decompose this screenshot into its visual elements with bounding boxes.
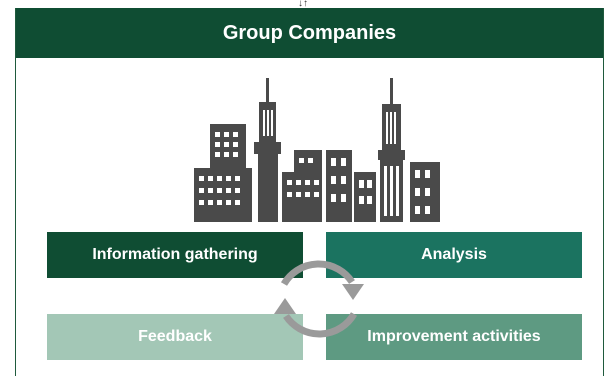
step-feedback: Feedback bbox=[47, 314, 303, 360]
step-analysis: Analysis bbox=[326, 232, 582, 278]
step-information-gathering: Information gathering bbox=[47, 232, 303, 278]
down-arrow-icon: ↓↑ bbox=[298, 0, 308, 9]
cycle-arrows-icon bbox=[274, 260, 364, 338]
group-companies-panel: Group Companies bbox=[15, 8, 604, 376]
step-improvement-activities: Improvement activities bbox=[326, 314, 582, 360]
panel-title: Group Companies bbox=[16, 8, 603, 58]
city-buildings-icon bbox=[194, 78, 440, 222]
